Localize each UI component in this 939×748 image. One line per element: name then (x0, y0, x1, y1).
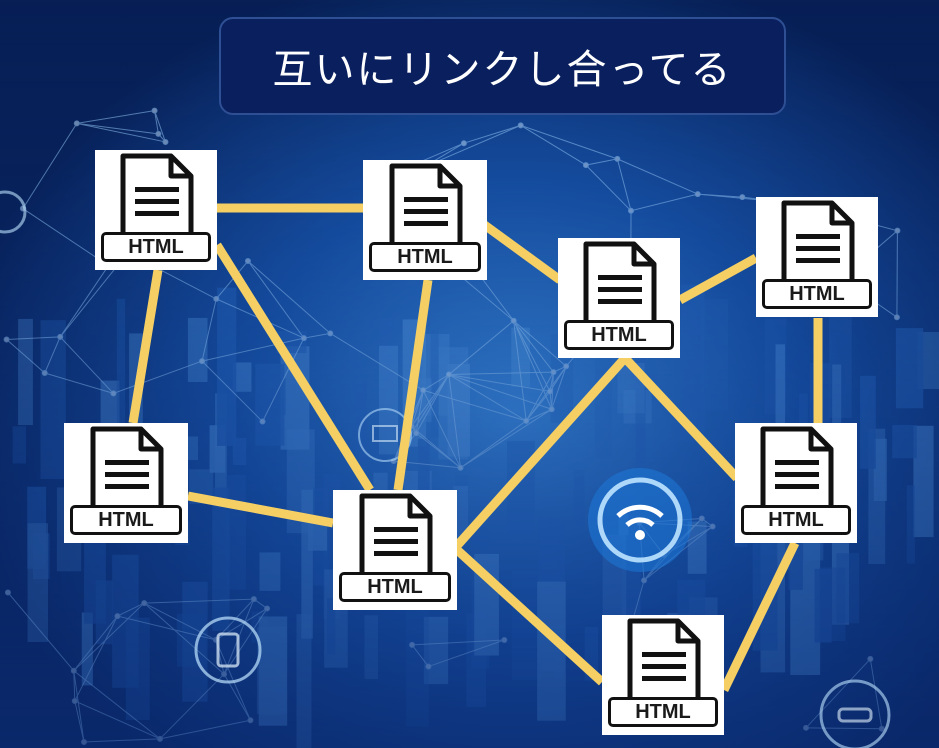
html-label: HTML (70, 505, 182, 535)
phone-icon (194, 616, 262, 684)
html-file-icon (627, 618, 701, 706)
title-text: 互いにリンクし合ってる (272, 47, 733, 93)
html-file-icon (120, 153, 194, 241)
html-file-icon (90, 426, 164, 514)
html-document-node: HTML (95, 150, 217, 270)
html-label: HTML (369, 242, 481, 272)
wifi-icon (588, 468, 692, 572)
link-n6-n8 (451, 544, 606, 686)
html-label: HTML (564, 320, 674, 350)
html-document-node: HTML (558, 238, 680, 358)
html-file-icon (760, 426, 834, 514)
html-label: HTML (339, 572, 451, 602)
html-document-node: HTML (363, 160, 487, 280)
html-document-node: HTML (333, 490, 457, 610)
link-n2-n6 (393, 279, 433, 491)
html-file-icon (583, 241, 657, 329)
car-icon (819, 679, 891, 748)
html-document-node: HTML (64, 423, 188, 543)
html-file-icon (359, 493, 433, 581)
link-n5-n6 (187, 491, 334, 528)
html-file-icon (389, 163, 463, 251)
link-n3-n6 (451, 354, 629, 552)
html-document-node: HTML (602, 615, 724, 735)
link-n3-n7 (621, 354, 741, 482)
html-label: HTML (762, 279, 872, 309)
html-label: HTML (741, 505, 851, 535)
html-document-node: HTML (756, 197, 878, 317)
html-label: HTML (608, 697, 718, 727)
html-label: HTML (101, 232, 211, 262)
link-n2-n3 (472, 214, 563, 284)
link-n7-n8 (719, 541, 800, 692)
link-n1-n6 (213, 242, 374, 493)
laptop-icon (358, 408, 412, 462)
signal-icon (0, 190, 27, 234)
html-document-node: HTML (735, 423, 857, 543)
html-file-icon (781, 200, 855, 288)
link-n1-n5 (128, 269, 163, 424)
title-box: 互いにリンクし合ってる (219, 17, 786, 115)
link-n3-n4 (677, 254, 759, 304)
